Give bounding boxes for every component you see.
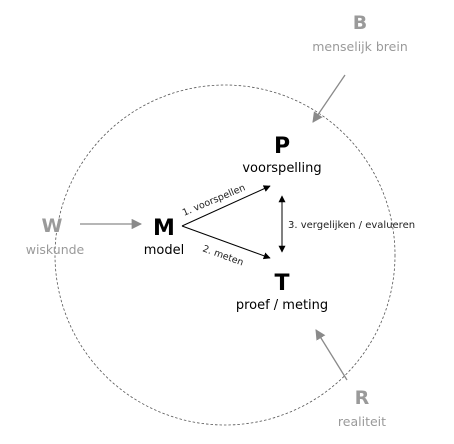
brain-arrow (312, 74, 346, 123)
math-letter: W (42, 215, 63, 237)
boundary-circle (54, 84, 396, 426)
reality-letter: R (355, 387, 370, 409)
test-label: proef / meting (236, 298, 328, 313)
model-letter: M (153, 216, 175, 241)
predict-arrow (181, 185, 271, 227)
measure-arrow (181, 225, 271, 260)
brain-label: menselijk brein (312, 39, 408, 54)
prediction-letter: P (274, 134, 290, 159)
reality-arrow (315, 329, 348, 381)
math-label: wiskunde (26, 242, 85, 257)
test-letter: T (274, 271, 289, 296)
brain-letter: B (353, 12, 367, 34)
prediction-label: voorspelling (242, 161, 321, 176)
reality-label: realiteit (338, 414, 386, 429)
compare-arrow-label: 3. vergelijken / evalueren (288, 220, 415, 231)
model-label: model (144, 243, 184, 258)
measure-arrow-label: 2. meten (201, 243, 245, 268)
